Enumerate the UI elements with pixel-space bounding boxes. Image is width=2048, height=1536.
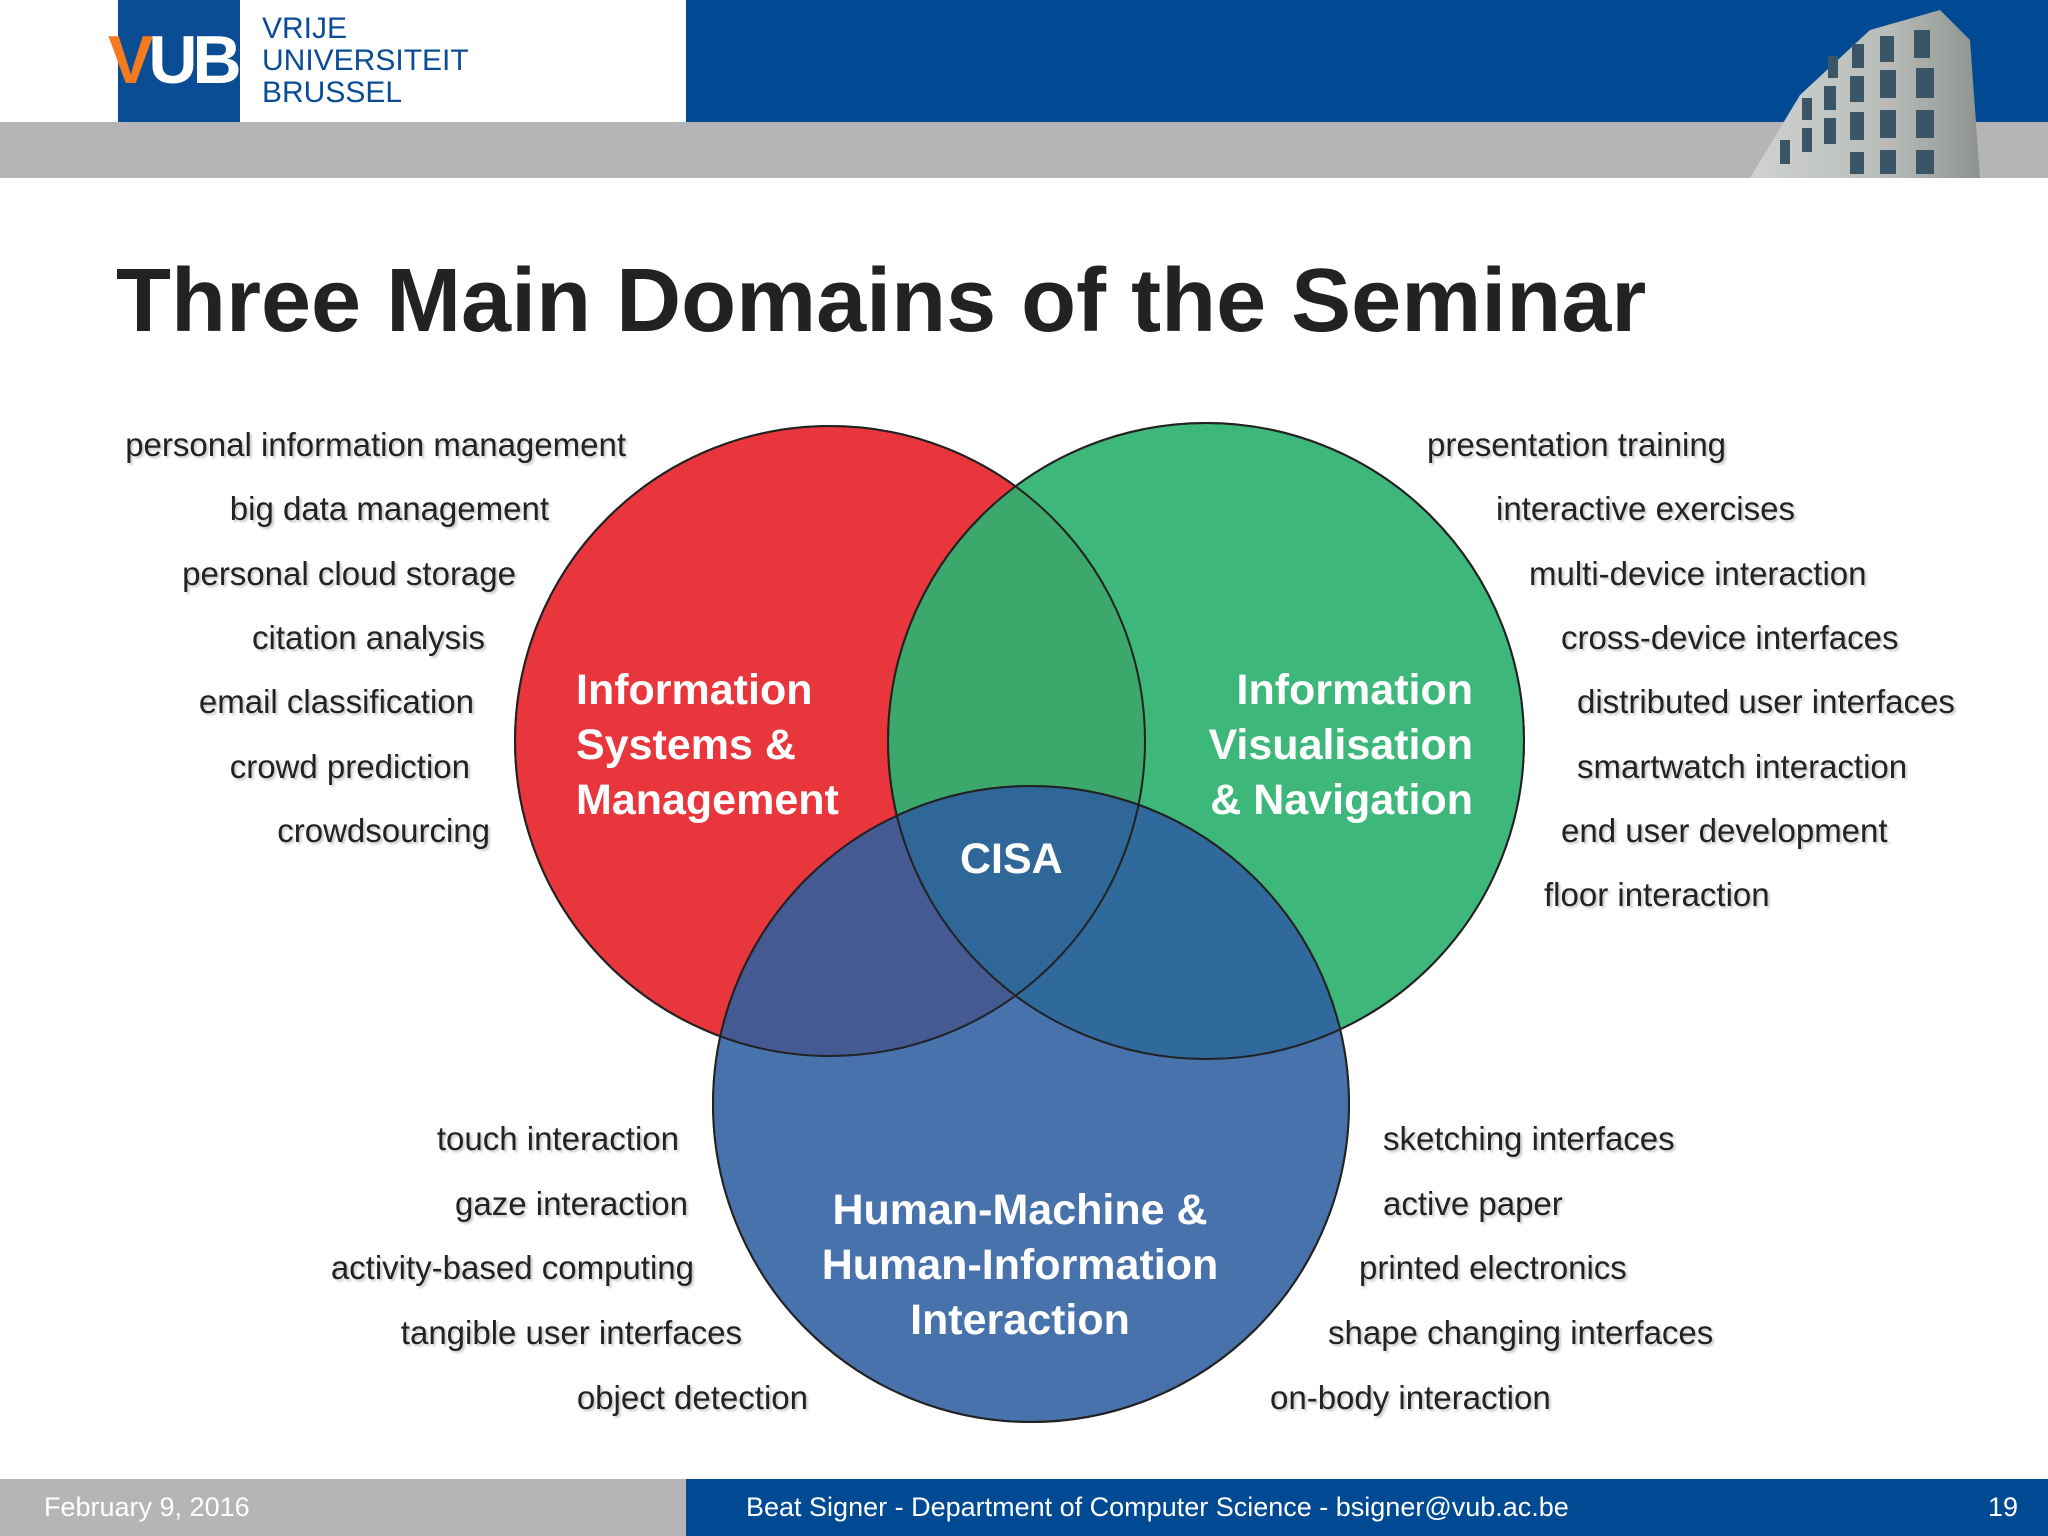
header-grey-band (0, 122, 2048, 178)
topic-label: floor interaction (1544, 876, 1770, 913)
topic-label: citation analysis (252, 619, 485, 656)
topic-label: gaze interaction (455, 1185, 688, 1222)
topic-label: activity-based computing (330, 1249, 694, 1286)
red-circle-label: Information Systems & Management (576, 663, 839, 828)
topic-label: shape changing interfaces (1328, 1314, 1714, 1351)
university-name-line: UNIVERSITEIT (262, 44, 469, 77)
footer-grey-band (0, 1479, 686, 1536)
topic-label: multi-device interaction (1529, 555, 1867, 592)
topic-label: presentation training (1427, 426, 1727, 463)
venn-outline-red (514, 425, 1146, 1057)
footer-credit: Beat Signer - Department of Computer Sci… (746, 1492, 1569, 1522)
topic-label: active paper (1383, 1185, 1563, 1222)
venn-outline-green (887, 422, 1525, 1060)
label-line: Interaction (910, 1296, 1130, 1344)
topic-label: sketching interfaces (1383, 1120, 1675, 1157)
blue-circle-label: Human-Machine & Human-Information Intera… (790, 1183, 1250, 1348)
topic-label: crowdsourcing (277, 812, 490, 849)
topic-label: end user development (1561, 812, 1888, 849)
topic-label: big data management (229, 490, 549, 527)
label-line: Human-Information (821, 1241, 1219, 1289)
topic-label: email classification (198, 683, 474, 720)
footer-blue-band (686, 1479, 2048, 1536)
topic-label: printed electronics (1359, 1249, 1627, 1286)
page-number: 19 (1987, 1492, 2018, 1522)
label-line: Human-Machine & (832, 1186, 1208, 1234)
topic-label: personal information management (125, 426, 626, 463)
university-name-line: VRIJE (262, 12, 348, 45)
slide-footer: February 9, 2016 Beat Signer - Departmen… (0, 1479, 2048, 1536)
label-line: Information (576, 666, 813, 714)
building-photo (1750, 10, 1980, 178)
vub-logo-v: V (108, 22, 153, 98)
label-line: & Navigation (1210, 776, 1473, 824)
green-circle-label: Information Visualisation & Navigation (1193, 663, 1473, 828)
slide-title: Three Main Domains of the Seminar (116, 251, 1647, 351)
label-line: Systems & (576, 721, 796, 769)
label-line: Visualisation (1208, 721, 1473, 769)
vub-logo: VUB (108, 26, 242, 94)
topic-label: touch interaction (436, 1120, 679, 1157)
university-name: VRIJE UNIVERSITEIT BRUSSEL (262, 13, 469, 109)
vub-logo-rest: UB (148, 22, 241, 98)
topic-label: smartwatch interaction (1577, 748, 1908, 785)
topic-label: on-body interaction (1270, 1379, 1551, 1416)
topic-label: cross-device interfaces (1561, 619, 1899, 656)
center-label-cisa: CISA (960, 835, 1063, 883)
topic-label: crowd prediction (229, 748, 470, 785)
label-line: Management (576, 776, 839, 824)
slide-header: VUB VRIJE UNIVERSITEIT BRUSSEL (0, 0, 2048, 178)
venn-outline-blue (712, 785, 1350, 1423)
topic-label: distributed user interfaces (1577, 683, 1955, 720)
university-name-line: BRUSSEL (262, 76, 403, 109)
topic-label: object detection (576, 1379, 808, 1416)
footer-date: February 9, 2016 (44, 1492, 250, 1522)
label-line: Information (1236, 666, 1473, 714)
vub-logo-box (118, 0, 240, 122)
topic-label: interactive exercises (1496, 490, 1795, 527)
topic-label: tangible user interfaces (400, 1314, 742, 1351)
logo-area: VUB VRIJE UNIVERSITEIT BRUSSEL (0, 0, 686, 122)
topic-label: personal cloud storage (182, 555, 516, 592)
